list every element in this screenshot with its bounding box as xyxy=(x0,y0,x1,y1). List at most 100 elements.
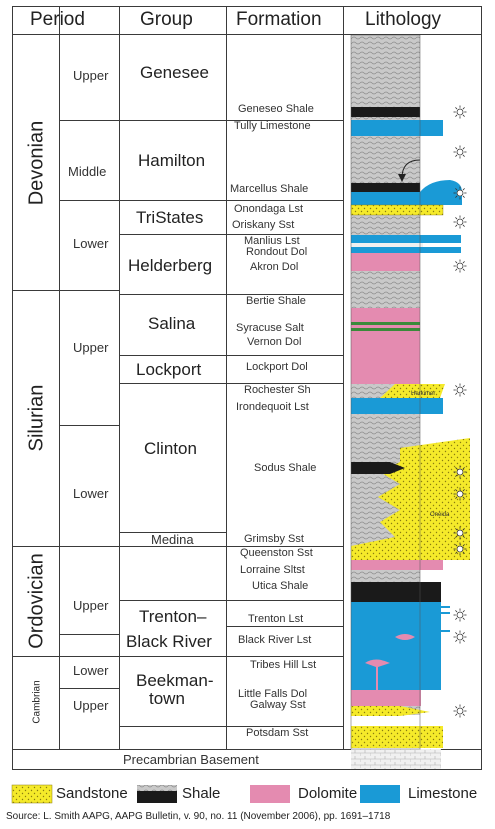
formation-label: Utica Shale xyxy=(252,580,309,592)
formation-label: Galway Sst xyxy=(250,699,306,711)
epoch-silurian-lower: Lower xyxy=(73,486,109,501)
formation-label: Irondequoit Lst xyxy=(236,401,309,413)
formation-line xyxy=(226,294,344,295)
source-citation: Source: L. Smith AAPG, AAPG Bulletin, v.… xyxy=(6,811,391,822)
formation-label: Lockport Dol xyxy=(246,361,308,373)
group-line xyxy=(119,120,227,121)
legend-dolomite: Dolomite xyxy=(298,785,358,802)
manlius-gap xyxy=(351,243,423,247)
formation-label: Trenton Lst xyxy=(248,613,304,625)
group-beekmantown-line1: Beekman- xyxy=(136,671,214,690)
lorraine-siltstone xyxy=(351,570,420,582)
epoch-line xyxy=(59,200,120,201)
queenston-red xyxy=(351,560,443,570)
lithology-outline xyxy=(350,35,421,750)
precambrian-basement-label: Precambrian Basement xyxy=(123,752,259,767)
lockport-dolomite xyxy=(351,338,420,384)
sun-marker-icon xyxy=(453,383,467,397)
salt-stripe-b xyxy=(351,328,420,331)
sodus-shale-black xyxy=(351,462,405,474)
formation-line xyxy=(226,600,344,601)
formation-line xyxy=(226,626,344,627)
salt-stripe-a xyxy=(351,322,420,325)
irondequoit-limestone xyxy=(351,398,443,414)
epoch-line xyxy=(59,120,120,121)
formation-label: Grimsby Sst xyxy=(244,533,304,545)
sun-marker-icon xyxy=(453,526,467,540)
epoch-silurian-upper: Upper xyxy=(73,340,109,355)
manlius-limestone xyxy=(351,235,461,243)
legend-sandstone-swatch xyxy=(11,784,53,804)
group-beekmantown-line2: town xyxy=(149,689,185,708)
formation-line xyxy=(226,383,344,384)
formation-label: Black River Lst xyxy=(238,634,312,646)
formation-label: Vernon Dol xyxy=(247,336,302,348)
trenton-finger-c xyxy=(430,630,450,632)
formation-label: Lorraine Sltst xyxy=(240,564,305,576)
boundary-basement xyxy=(12,749,482,750)
bertie-shale xyxy=(351,294,420,308)
herkimer-sandstone xyxy=(380,384,445,398)
formation-label: Onondaga Lst xyxy=(234,203,304,215)
group-line xyxy=(119,532,227,533)
pink-pipe xyxy=(365,659,390,690)
header-formation: Formation xyxy=(236,9,322,30)
tribes-hill-limestone xyxy=(351,634,441,690)
header-lithology: Lithology xyxy=(365,9,442,30)
oneida-label: Oneida xyxy=(430,512,450,518)
formation-label: Queenston Sst xyxy=(240,547,313,559)
sun-marker-icon xyxy=(453,608,467,622)
lithology-column xyxy=(350,35,470,769)
formation-label: Rondout Dol xyxy=(246,246,308,258)
boundary-silurian-ordovician xyxy=(12,546,120,547)
epoch-devonian-middle: Middle xyxy=(68,164,107,179)
period-devonian: Devonian xyxy=(25,120,48,206)
legend-limestone-swatch xyxy=(360,785,400,803)
group-salina: Salina xyxy=(148,314,196,333)
epoch-cambrian-upper: Upper xyxy=(73,698,109,713)
epoch-devonian-lower: Lower xyxy=(73,236,109,251)
sun-marker-icon xyxy=(453,630,467,644)
epoch-line xyxy=(59,634,120,635)
marcellus-shale xyxy=(351,183,420,192)
sun-marker-icon xyxy=(453,487,467,501)
sun-marker-icon xyxy=(453,186,467,200)
group-line xyxy=(119,656,227,657)
group-medina: Medina xyxy=(151,532,194,547)
formation-label: Oriskany Sst xyxy=(232,219,295,231)
formation-line xyxy=(226,200,344,201)
group-line xyxy=(119,546,227,547)
formation-label: Syracuse Salt xyxy=(236,322,304,334)
column-frame xyxy=(12,6,482,770)
group-lockport: Lockport xyxy=(136,360,202,379)
sun-marker-icon xyxy=(453,259,467,273)
precambrian-basement-fill xyxy=(351,749,441,769)
legend-swatches xyxy=(11,784,400,804)
trenton-finger-b xyxy=(430,612,450,614)
formation-line xyxy=(226,355,344,356)
group-helderberg: Helderberg xyxy=(128,256,213,275)
formation-label: Tribes Hill Lst xyxy=(250,659,317,671)
formation-label: Marcellus Shale xyxy=(230,183,309,195)
legend-shale-top xyxy=(137,785,177,791)
legend-dolomite-swatch xyxy=(250,785,290,803)
boundary-devonian-silurian xyxy=(12,290,120,291)
formation-line xyxy=(226,120,344,121)
formation-label: Bertie Shale xyxy=(246,295,306,307)
legend-limestone: Limestone xyxy=(408,785,478,802)
oriskany-sandstone xyxy=(350,204,444,216)
header-group: Group xyxy=(140,9,193,30)
epoch-ordovician-lower: Lower xyxy=(73,663,109,678)
formation-line xyxy=(226,546,344,547)
period-silurian: Silurian xyxy=(25,384,48,452)
group-trenton-line2: Black River xyxy=(126,632,212,651)
geneseo-shale xyxy=(351,107,420,117)
rondout-akron-dolomite xyxy=(351,253,420,271)
formation-label: Sodus Shale xyxy=(254,462,317,474)
group-line xyxy=(119,200,227,201)
epoch-line xyxy=(59,688,120,689)
group-tristates: TriStates xyxy=(136,208,204,227)
epoch-devonian-upper: Upper xyxy=(73,68,109,83)
trenton-finger-a xyxy=(430,606,450,608)
sun-marker-icon xyxy=(453,704,467,718)
